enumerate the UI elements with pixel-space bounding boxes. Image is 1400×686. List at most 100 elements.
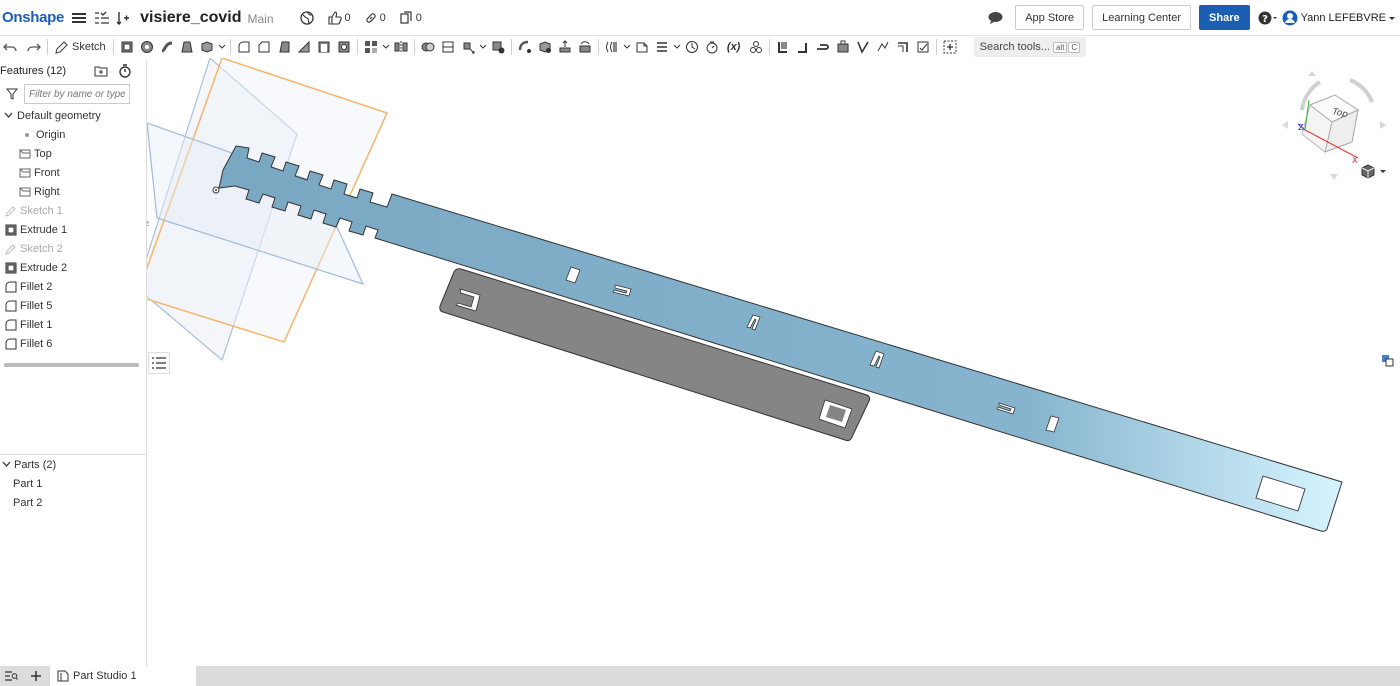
app-store-button[interactable]: App Store bbox=[1015, 5, 1085, 30]
mate-connector-icon[interactable] bbox=[652, 37, 672, 57]
add-custom-feature-icon[interactable] bbox=[940, 37, 960, 57]
tree-item-right[interactable]: Right bbox=[0, 182, 146, 201]
front-plane[interactable] bbox=[136, 56, 298, 362]
graphics-viewport[interactable]: z bbox=[136, 56, 1400, 666]
top-plane[interactable] bbox=[136, 57, 389, 343]
link-icon[interactable] bbox=[365, 12, 377, 24]
shell-icon[interactable] bbox=[314, 37, 334, 57]
tree-item-front[interactable]: Front bbox=[0, 163, 146, 182]
redo-icon[interactable] bbox=[24, 37, 44, 57]
add-folder-icon[interactable] bbox=[94, 65, 108, 77]
rollback-bar[interactable] bbox=[4, 363, 139, 367]
globe-icon[interactable] bbox=[299, 10, 314, 25]
sweep-icon[interactable] bbox=[157, 37, 177, 57]
bend-icon[interactable] bbox=[853, 37, 873, 57]
tree-item-fillet-6[interactable]: Fillet 6 bbox=[0, 334, 146, 353]
corner-icon[interactable] bbox=[893, 37, 913, 57]
tree-item-fillet-2[interactable]: Fillet 2 bbox=[0, 277, 146, 296]
add-tab-icon[interactable] bbox=[30, 670, 42, 682]
draft-icon[interactable] bbox=[274, 37, 294, 57]
dropdown-chevron-icon[interactable] bbox=[217, 37, 227, 57]
help-icon[interactable]: ? bbox=[1258, 11, 1278, 25]
modify-fillet-icon[interactable] bbox=[515, 37, 535, 57]
undo-icon[interactable] bbox=[0, 37, 20, 57]
hamburger-menu-icon[interactable] bbox=[72, 12, 87, 24]
chamfer-icon[interactable] bbox=[254, 37, 274, 57]
rollback-timer-icon[interactable] bbox=[118, 64, 132, 78]
part-2-body[interactable] bbox=[439, 268, 871, 442]
tree-item-sketch-1[interactable]: Sketch 1 bbox=[0, 201, 146, 220]
comments-icon[interactable] bbox=[988, 11, 1003, 24]
user-menu-chevron-icon[interactable] bbox=[1388, 11, 1396, 25]
extrude-icon[interactable] bbox=[117, 37, 137, 57]
helix-icon[interactable] bbox=[682, 37, 702, 57]
loft-icon[interactable] bbox=[177, 37, 197, 57]
offset-surface-icon[interactable] bbox=[602, 37, 622, 57]
boolean-icon[interactable] bbox=[418, 37, 438, 57]
learning-center-button[interactable]: Learning Center bbox=[1092, 5, 1192, 30]
toggle-feature-list-icon[interactable] bbox=[148, 352, 170, 374]
mirror-icon[interactable] bbox=[391, 37, 411, 57]
dropdown-chevron-icon[interactable] bbox=[622, 37, 632, 57]
delete-face-icon[interactable] bbox=[535, 37, 555, 57]
form-icon[interactable] bbox=[873, 37, 893, 57]
tree-item-extrude-1[interactable]: Extrude 1 bbox=[0, 220, 146, 239]
feature-tree-toggle-icon[interactable] bbox=[94, 11, 110, 25]
parts-group[interactable]: Parts (2) bbox=[0, 455, 147, 474]
filter-icon[interactable] bbox=[6, 88, 18, 100]
revolve-icon[interactable] bbox=[137, 37, 157, 57]
hole-icon[interactable] bbox=[334, 37, 354, 57]
composite-part-icon[interactable] bbox=[746, 37, 766, 57]
user-avatar-icon[interactable] bbox=[1282, 10, 1298, 26]
split-icon[interactable] bbox=[438, 37, 458, 57]
copy-icon[interactable] bbox=[400, 11, 413, 24]
flange-icon[interactable] bbox=[793, 37, 813, 57]
dropdown-chevron-icon[interactable] bbox=[672, 37, 682, 57]
hem-icon[interactable] bbox=[813, 37, 833, 57]
thicken-icon[interactable] bbox=[197, 37, 217, 57]
tree-item-origin[interactable]: Origin bbox=[0, 125, 146, 144]
onshape-logo[interactable]: Onshape bbox=[2, 9, 65, 26]
share-button[interactable]: Share bbox=[1199, 5, 1250, 30]
user-name[interactable]: Yann LEFEBVRE bbox=[1300, 11, 1386, 24]
chevron-down-icon[interactable] bbox=[2, 461, 11, 468]
rib-icon[interactable] bbox=[294, 37, 314, 57]
flat-view-icon[interactable] bbox=[913, 37, 933, 57]
dropdown-chevron-icon[interactable] bbox=[478, 37, 488, 57]
variable-icon[interactable]: (x) bbox=[722, 37, 746, 57]
plane-icon[interactable] bbox=[632, 37, 652, 57]
delete-part-icon[interactable] bbox=[488, 37, 508, 57]
origin-marker[interactable] bbox=[212, 186, 220, 194]
tree-item-top[interactable]: Top bbox=[0, 144, 146, 163]
tree-item-extrude-2[interactable]: Extrude 2 bbox=[0, 258, 146, 277]
view-orientation-icon[interactable] bbox=[1360, 164, 1390, 180]
move-face-icon[interactable] bbox=[555, 37, 575, 57]
pattern-icon[interactable] bbox=[361, 37, 381, 57]
search-tools-field[interactable]: Search tools... alt C bbox=[973, 37, 1087, 57]
fillet-icon[interactable] bbox=[234, 37, 254, 57]
part-item[interactable]: Part 2 bbox=[0, 493, 147, 512]
part-item[interactable]: Part 1 bbox=[0, 474, 147, 493]
branch-name[interactable]: Main bbox=[247, 12, 274, 26]
tree-item-fillet-1[interactable]: Fillet 1 bbox=[0, 315, 146, 334]
tab-icon[interactable] bbox=[833, 37, 853, 57]
view-cube[interactable]: Top X Z bbox=[1280, 70, 1390, 180]
measure-icon[interactable] bbox=[702, 37, 722, 57]
transform-icon[interactable] bbox=[458, 37, 478, 57]
display-states-icon[interactable] bbox=[1380, 353, 1398, 371]
tree-item-fillet-5[interactable]: Fillet 5 bbox=[0, 296, 146, 315]
sketch-button[interactable]: Sketch bbox=[51, 40, 110, 54]
dropdown-chevron-icon[interactable] bbox=[381, 37, 391, 57]
replace-face-icon[interactable] bbox=[575, 37, 595, 57]
feature-filter-input[interactable] bbox=[24, 84, 130, 104]
default-geometry-group[interactable]: Default geometry bbox=[0, 106, 146, 125]
like-icon[interactable] bbox=[327, 10, 342, 25]
tree-item-sketch-2[interactable]: Sketch 2 bbox=[0, 239, 146, 258]
tab-part-studio-1[interactable]: Part Studio 1 bbox=[50, 666, 196, 686]
insert-icon[interactable] bbox=[116, 11, 130, 25]
document-title[interactable]: visiere_covid bbox=[140, 8, 242, 26]
tab-manager-icon[interactable] bbox=[4, 670, 18, 682]
sheet-metal-icon[interactable] bbox=[773, 37, 793, 57]
chevron-down-icon[interactable] bbox=[4, 112, 13, 119]
part-1-body[interactable] bbox=[218, 145, 1343, 532]
